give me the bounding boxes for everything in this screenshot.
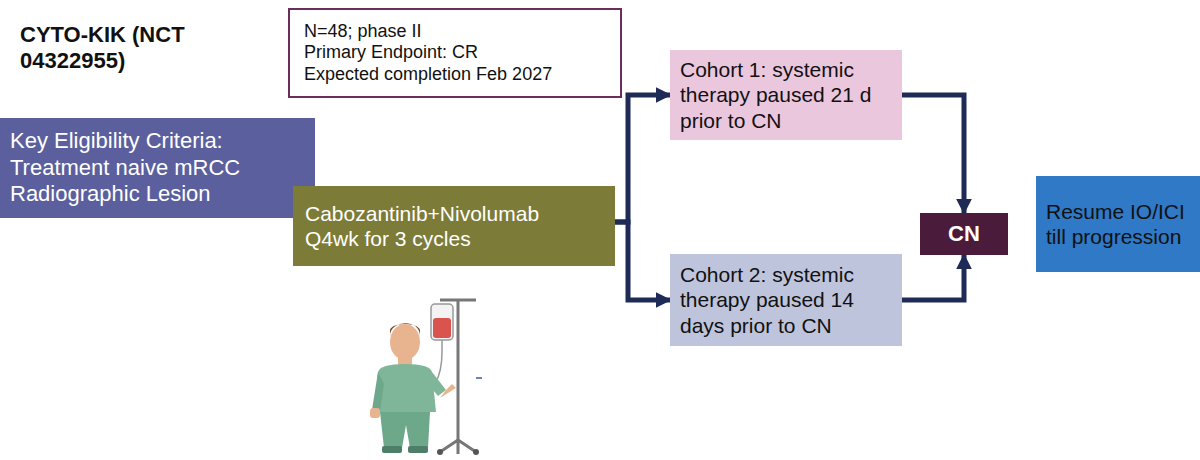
node-text: Resume IO/ICI till progression: [1046, 199, 1190, 249]
node-text: N=48; phase II: [304, 21, 606, 43]
node-text: Key Eligibility Criteria:: [10, 128, 305, 154]
hand: [440, 384, 456, 398]
outcome-box: Resume IO/ICI till progression: [1036, 176, 1200, 272]
cohort-box: Cohort 1: systemic therapy paused 21 d p…: [670, 50, 902, 140]
node-text: Primary Endpoint: CR: [304, 42, 606, 64]
iv-hook: [440, 299, 476, 302]
mark: [476, 377, 482, 379]
hair: [390, 323, 420, 336]
iv-base: [440, 440, 476, 454]
flow-arrow: [615, 95, 670, 222]
wheel: [437, 449, 443, 455]
flow-arrow: [902, 95, 964, 213]
node-text: Cohort 1: systemic therapy paused 21 d p…: [680, 57, 892, 133]
node-text: Expected completion Feb 2027: [304, 64, 606, 86]
iv-fluid: [433, 318, 451, 338]
surgery-box: CN: [920, 213, 1008, 255]
iv-pole: [457, 300, 460, 440]
info-box: N=48; phase IIPrimary Endpoint: CRExpect…: [288, 8, 622, 98]
node-text: Radiographic Lesion: [10, 181, 305, 207]
treatment-box: Cabozantinib+NivolumabQ4wk for 3 cycles: [293, 186, 615, 266]
flow-arrow: [902, 255, 964, 300]
node-text: Cohort 2: systemic therapy paused 14 day…: [680, 262, 892, 338]
cohort-box: Cohort 2: systemic therapy paused 14 day…: [670, 254, 902, 346]
node-text: Treatment naive mRCC: [10, 155, 305, 181]
left-arm: [372, 372, 384, 412]
scrubs-trousers: [380, 412, 430, 448]
patient-illustration: [370, 300, 482, 455]
node-text: Cabozantinib+Nivolumab: [305, 201, 603, 226]
left-hand: [370, 408, 380, 418]
arm-sleeve: [428, 372, 446, 396]
shoe: [382, 446, 402, 453]
node-text: Q4wk for 3 cycles: [305, 226, 603, 251]
wheel: [473, 449, 479, 455]
node-text: CN: [948, 221, 980, 247]
shoe: [408, 446, 428, 453]
flow-arrow: [615, 222, 670, 300]
diagram-title: CYTO-KIK (NCT 04322955): [20, 22, 210, 75]
criteria-box: Key Eligibility Criteria:Treatment naive…: [0, 118, 315, 218]
head: [390, 324, 420, 360]
iv-bag: [431, 304, 453, 340]
